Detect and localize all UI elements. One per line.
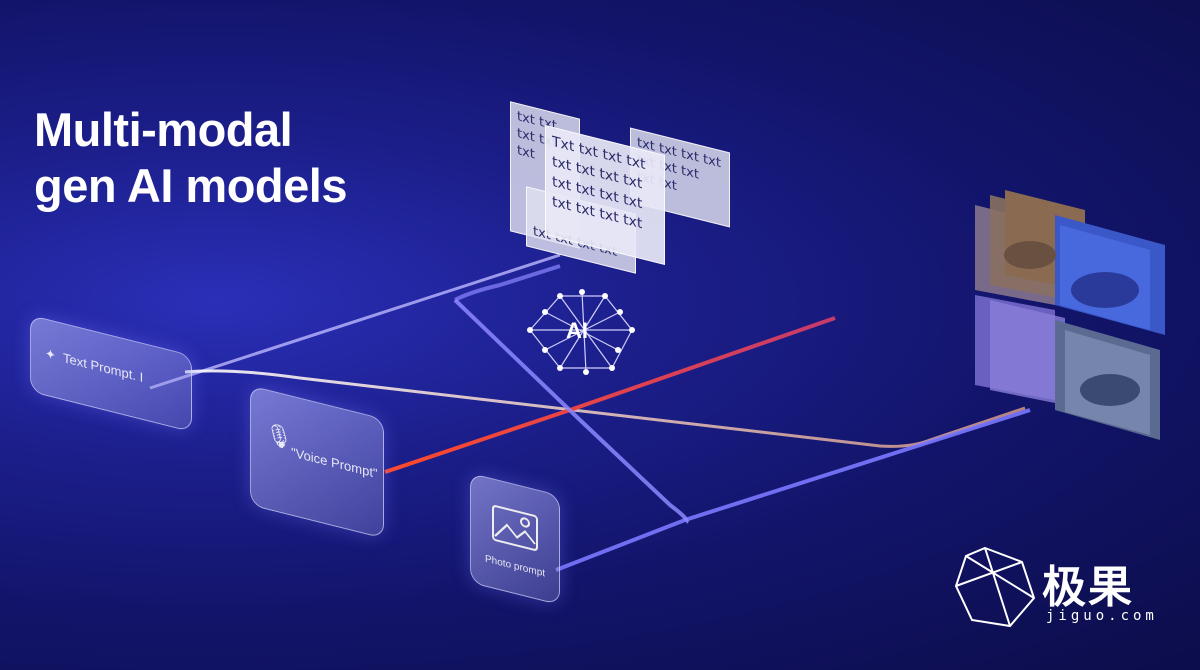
page-title: Multi-modal gen AI models [34,102,347,214]
title-line-1: Multi-modal [34,103,293,156]
watermark-name: 极果 [1042,562,1134,613]
image-icon [492,505,538,551]
photo-prompt-label: Photo prompt [485,553,546,580]
sparkle-icon: ✦ [45,345,56,364]
sheet-drop-line [454,264,561,302]
image-stack [975,190,1165,440]
ai-node-label: AI [566,318,588,343]
audio-wave-icon [767,233,885,329]
text-to-text-line [149,253,561,390]
watermark-url: jiguo.com [1046,608,1158,624]
text-prompt-label: Text Prompt. I [63,350,144,386]
watermark-logo-icon [954,546,1036,628]
photo-prompt-card: Photo prompt [470,472,560,606]
photo-to-image-line [555,408,1031,572]
ai-network-nodes [527,289,635,375]
voice-prompt-label: "Voice Prompt" [291,444,378,482]
microphone-icon: 🎙 [265,420,293,453]
center-vertical-line [453,298,689,524]
title-line-2: gen AI models [34,159,347,212]
